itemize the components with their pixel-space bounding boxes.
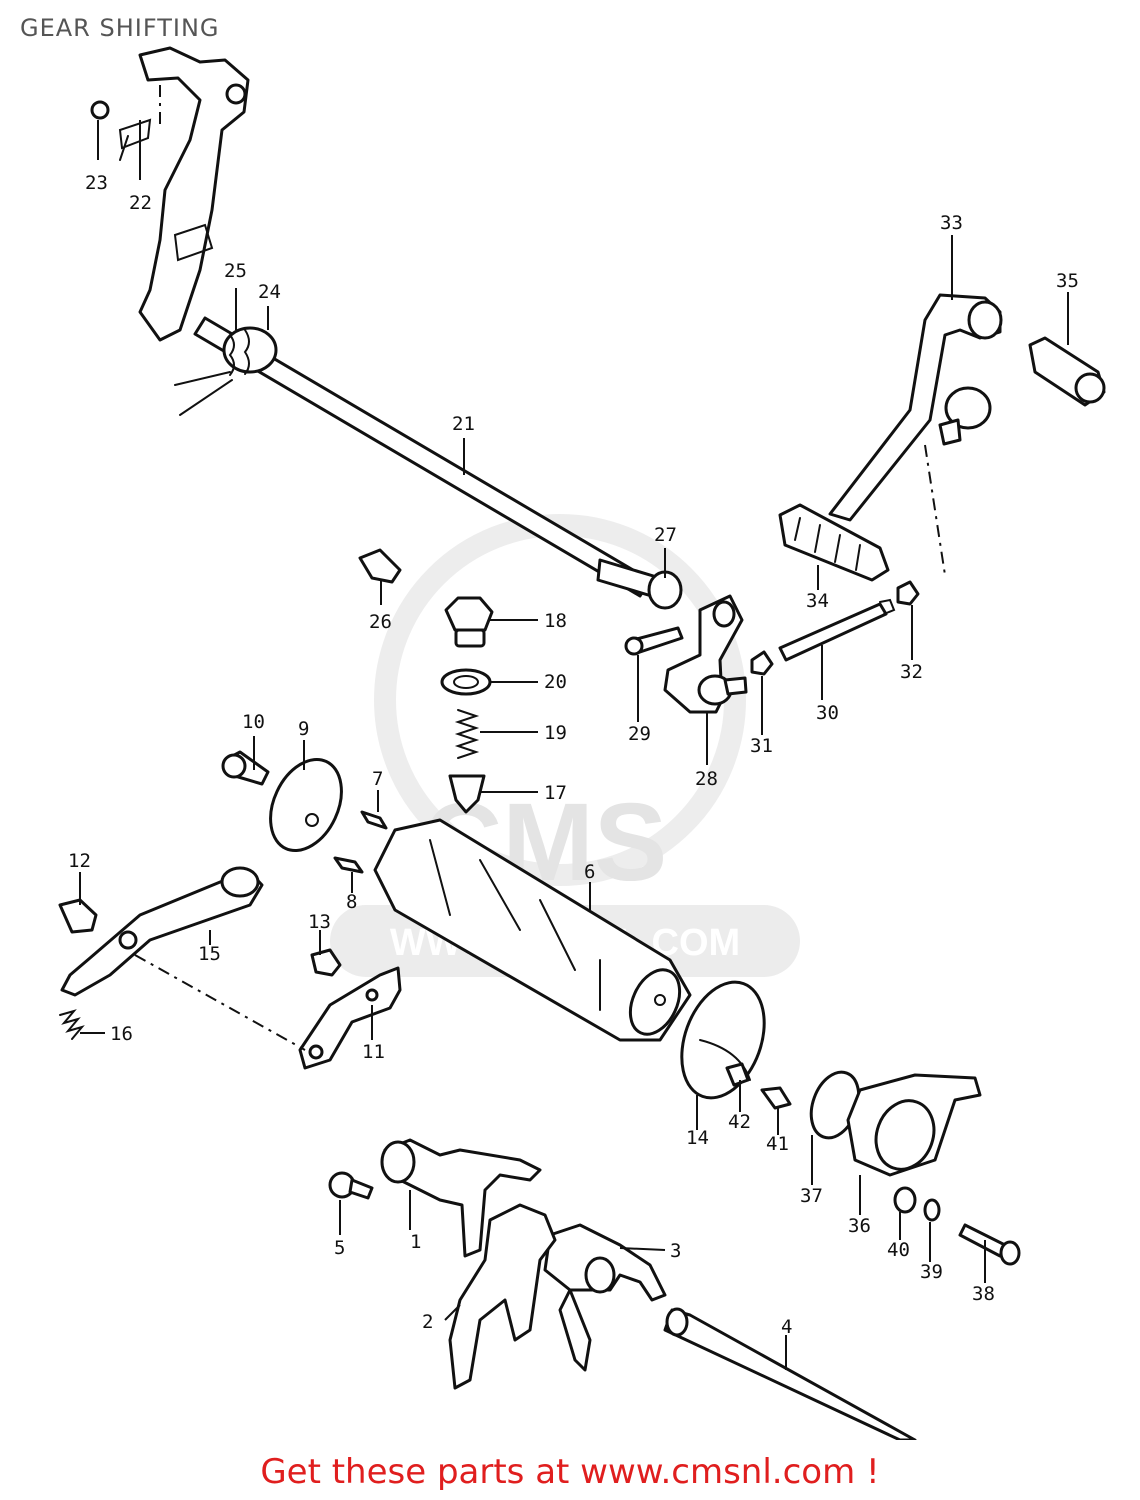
callout-4: 4 [781,1316,792,1338]
leader-lines [79,85,1069,1370]
callout-10: 10 [242,711,265,733]
part-40-washer[interactable] [893,1186,917,1214]
callout-13: 13 [308,911,331,933]
callout-7: 7 [372,768,383,790]
callout-36: 36 [848,1215,871,1237]
part-32-nut[interactable] [896,580,920,606]
part-20-gasket[interactable] [440,668,492,696]
part-16-spring[interactable] [59,1009,85,1040]
callout-27: 27 [654,524,677,546]
part-39-washer[interactable] [923,1198,941,1222]
part-33-gearshift-lever[interactable] [828,293,1003,522]
callout-15: 15 [198,943,221,965]
callout-16: 16 [110,1023,133,1045]
callout-32: 32 [900,661,923,683]
part-6-shift-drum[interactable] [373,818,692,1042]
part-36-cover[interactable] [846,1073,982,1177]
part-42-pin[interactable] [725,1062,750,1087]
part-35-bolt[interactable] [1028,336,1106,407]
callout-22: 22 [129,192,152,214]
callout-29: 29 [628,723,651,745]
part-7-pin[interactable] [360,810,388,830]
part-31-nut[interactable] [750,650,774,676]
part-19-spring[interactable] [454,709,480,759]
callout-2: 2 [422,1311,433,1333]
part-17-stopper-pin[interactable] [448,774,486,814]
callout-18: 18 [544,610,567,632]
part-29-bolt[interactable] [624,626,684,656]
part-28-lever-plate[interactable] [663,594,748,714]
callout-41: 41 [766,1133,789,1155]
callout-20: 20 [544,671,567,693]
part-8-pin[interactable] [333,856,364,874]
callout-8: 8 [346,891,357,913]
part-22-clip[interactable] [118,118,152,161]
callout-40: 40 [887,1239,910,1261]
part-5-bolt[interactable] [328,1171,374,1200]
part-9-cam-plate[interactable] [257,748,356,862]
part-12-bolt[interactable] [58,898,98,934]
part-3-shift-fork[interactable] [543,1223,667,1302]
callout-3: 3 [670,1240,681,1262]
part-15-stopper-arm[interactable] [60,866,264,997]
callout-42: 42 [728,1111,751,1133]
callout-6: 6 [584,861,595,883]
callout-25: 25 [224,260,247,282]
callout-39: 39 [920,1261,943,1283]
part-26-neutral-switch[interactable] [358,548,402,584]
callout-33: 33 [940,212,963,234]
callout-31: 31 [750,735,773,757]
part-13-bolt[interactable] [310,948,342,977]
assembly-line [134,954,306,1051]
callout-38: 38 [972,1283,995,1305]
part-18-plug[interactable] [444,596,494,648]
callout-24: 24 [258,281,281,303]
part-41-pin[interactable] [760,1086,792,1110]
diagram-title: GEAR SHIFTING [20,14,220,42]
part-30-link-rod[interactable] [778,598,896,662]
callout-9: 9 [298,718,309,740]
part-38-bolt[interactable] [958,1223,1021,1266]
part-24-return-spring[interactable] [174,326,278,416]
callout-34: 34 [806,590,829,612]
callout-1: 1 [410,1231,421,1253]
callout-23: 23 [85,172,108,194]
part-25-shift-arm[interactable] [138,46,250,342]
part-1-shift-fork[interactable] [380,1138,542,1258]
callout-19: 19 [544,722,567,744]
part-34-rubber[interactable] [778,503,890,582]
callout-35: 35 [1056,270,1079,292]
callout-11: 11 [362,1041,385,1063]
callout-17: 17 [544,782,567,804]
part-11-stopper-plate[interactable] [298,966,402,1070]
callout-5: 5 [334,1237,345,1259]
callout-30: 30 [816,702,839,724]
part-23-nut[interactable] [90,100,110,120]
part-10-screw[interactable] [221,750,270,786]
callout-14: 14 [686,1127,709,1149]
callout-21: 21 [452,413,475,435]
callout-12: 12 [68,850,91,872]
cta-link[interactable]: Get these parts at www.cmsnl.com ! [260,1452,880,1492]
parts-diagram: CMS WWW.CMSNL.COM [58,46,1106,1440]
callout-labels: 1 2 3 4 5 6 7 8 9 10 11 12 13 14 15 16 1… [68,172,1079,1338]
part-2-shift-fork[interactable] [448,1203,592,1390]
callout-37: 37 [800,1185,823,1207]
callout-26: 26 [369,611,392,633]
callout-28: 28 [695,768,718,790]
part-4-shaft[interactable] [663,1307,917,1440]
